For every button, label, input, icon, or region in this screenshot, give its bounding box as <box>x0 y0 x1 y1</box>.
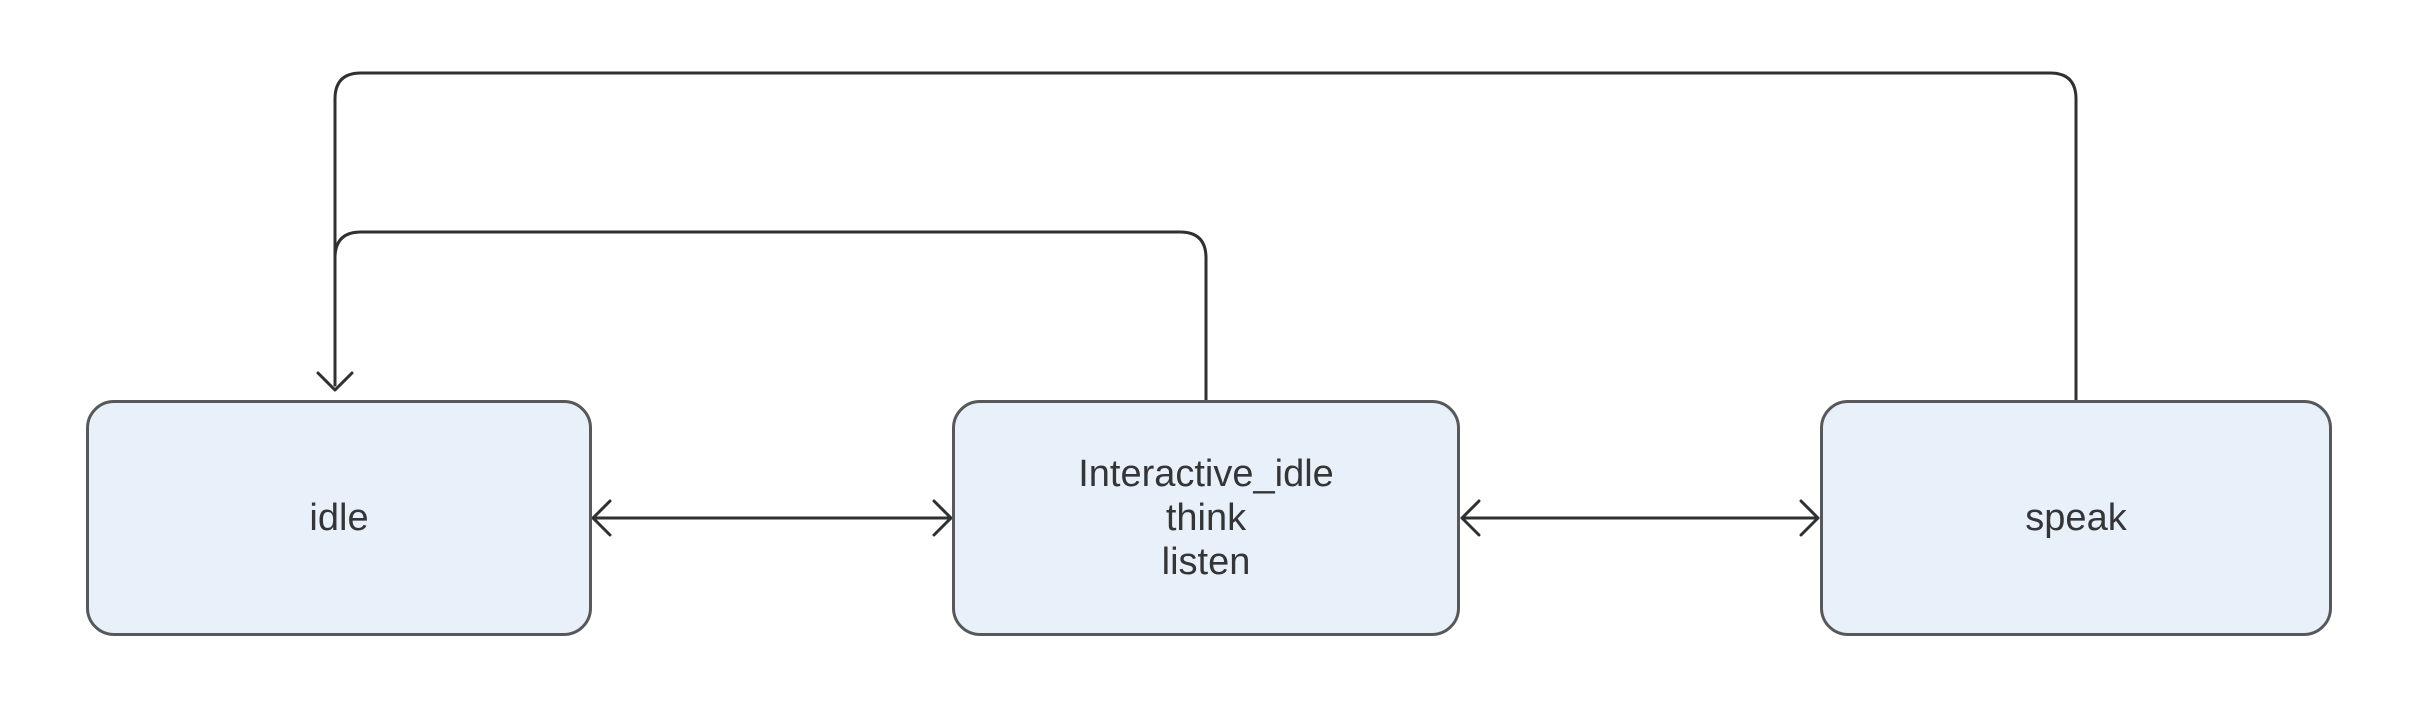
arrowhead-right-into-interactive-icon <box>932 499 953 537</box>
node-speak: speak <box>1820 400 2332 636</box>
node-idle: idle <box>86 400 592 636</box>
node-interactive-idle: Interactive_idle think listen <box>952 400 1460 636</box>
node-interactive-idle-label-line-2: think <box>1165 497 1247 539</box>
arrowhead-down-into-idle-icon <box>316 371 354 392</box>
edge-interactive-to-idle-path <box>333 230 1208 402</box>
node-interactive-idle-label-line-1: Interactive_idle <box>1078 453 1334 495</box>
node-idle-label: idle <box>309 497 369 539</box>
arrowhead-right-into-speak-icon <box>1799 499 1820 537</box>
node-speak-label: speak <box>2025 497 2127 539</box>
arrowhead-left-into-interactive-icon <box>1460 499 1481 537</box>
arrowhead-left-into-idle-icon <box>591 499 612 537</box>
edge-speak-to-idle-path <box>333 71 2078 402</box>
node-interactive-idle-label-line-3: listen <box>1161 541 1251 583</box>
